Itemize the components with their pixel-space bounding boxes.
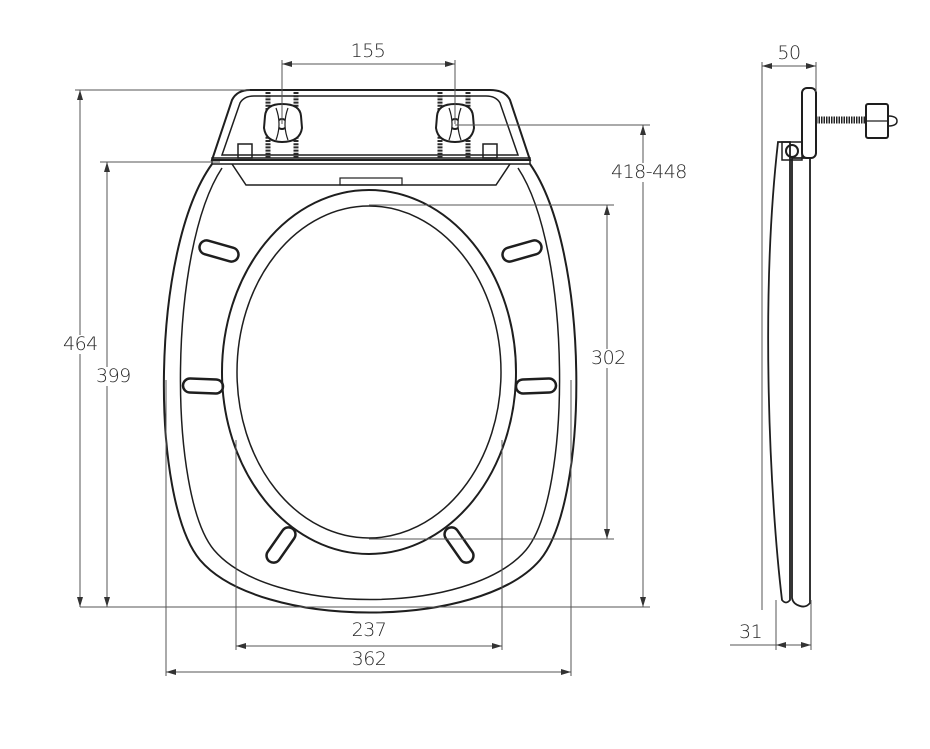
dim-opening-width: 237 <box>350 619 388 641</box>
seat-outer-rim <box>162 163 578 614</box>
dim-seat-thickness: 31 <box>738 621 764 643</box>
dim-opening-length: 302 <box>590 347 627 369</box>
dim-hinge-depth: 50 <box>776 42 802 64</box>
dim-overall-width: 362 <box>350 648 388 670</box>
dim-hinge-spacing: 155 <box>349 40 387 62</box>
dim-mounting-range: 418-448 <box>610 161 688 183</box>
hinge-knob-left <box>262 102 304 144</box>
hinge-cover-inner <box>220 95 520 156</box>
hinge-cover-outer <box>210 89 532 161</box>
side-seat <box>791 157 811 608</box>
front-view <box>162 89 578 614</box>
dim-seat-length: 399 <box>95 365 132 387</box>
side-dimension-lines <box>730 62 817 650</box>
front-dimension-lines <box>75 60 650 676</box>
seat-inner-rim <box>179 167 561 601</box>
seat-opening-outer <box>221 189 517 555</box>
side-view <box>767 87 898 608</box>
dim-overall-length: 464 <box>62 333 99 355</box>
bumpers <box>181 239 558 564</box>
seat-opening-inner <box>236 205 502 539</box>
side-lid <box>767 141 791 604</box>
